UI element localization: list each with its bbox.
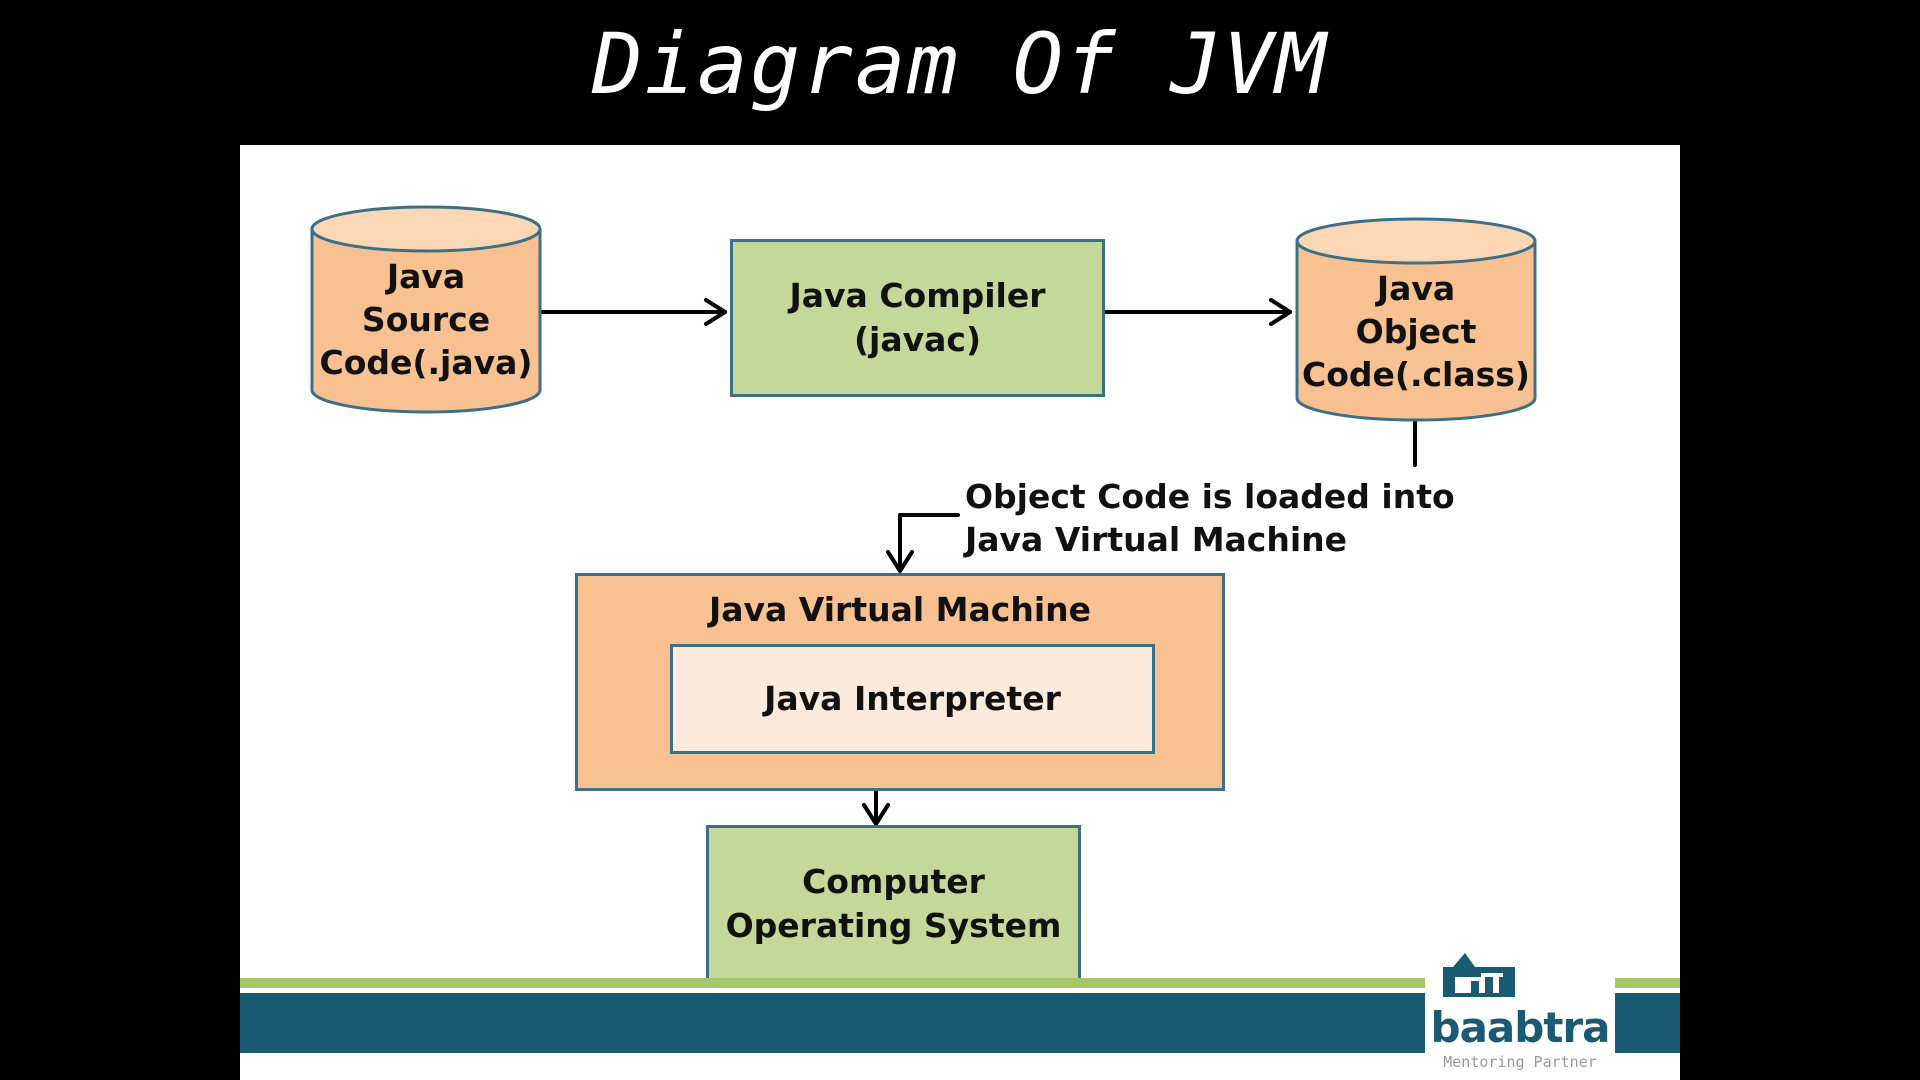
source-line-3: Code(.java) (319, 343, 533, 382)
source-line-1: Java (386, 257, 466, 296)
slide-title: Diagram Of JVM (591, 15, 1328, 113)
load-arrow-line (898, 513, 960, 572)
logo-mark-icon (1443, 953, 1515, 997)
object-line-2: Object (1355, 312, 1477, 351)
compiler-line-1: Java Compiler (789, 276, 1046, 315)
os-line-1: Computer (802, 862, 985, 901)
cylinder-shape (1295, 217, 1537, 422)
cylinder-shape (310, 205, 542, 414)
arrowhead-down (862, 803, 890, 826)
object-line-1: Java (1376, 269, 1456, 308)
diagram-slide: Java Source Code(.java) Java Compiler (j… (240, 145, 1680, 1080)
computer-os-box: Computer Operating System (706, 825, 1081, 983)
java-source-cylinder: Java Source Code(.java) (310, 205, 542, 417)
logo-name: baabtra (1430, 1003, 1611, 1052)
source-line-2: Source (361, 300, 491, 339)
arrowhead-object (1269, 298, 1292, 326)
footer-green-band (240, 978, 1680, 988)
arrowhead-compiler (704, 298, 727, 326)
interpreter-label: Java Interpreter (764, 679, 1061, 718)
note-line-1: Object Code is loaded into (965, 477, 1455, 516)
note-line-2: Java Virtual Machine (965, 520, 1348, 559)
load-note: Object Code is loaded into Java Virtual … (965, 475, 1455, 561)
jvm-label: Java Virtual Machine (708, 590, 1092, 629)
java-interpreter-box: Java Interpreter (670, 644, 1155, 754)
logo-tagline: Mentoring Partner (1443, 1053, 1597, 1071)
compiler-line-2: (javac) (853, 320, 982, 359)
os-line-2: Operating System (725, 906, 1062, 945)
arrowhead-jvm (886, 550, 914, 573)
java-object-cylinder: Java Object Code(.class) (1295, 217, 1537, 425)
java-compiler-box: Java Compiler (javac) (730, 239, 1105, 397)
baabtra-logo: baabtra Mentoring Partner (1425, 945, 1615, 1075)
object-line-3: Code(.class) (1301, 355, 1531, 394)
jvm-box: Java Virtual Machine Java Interpreter (575, 573, 1225, 791)
